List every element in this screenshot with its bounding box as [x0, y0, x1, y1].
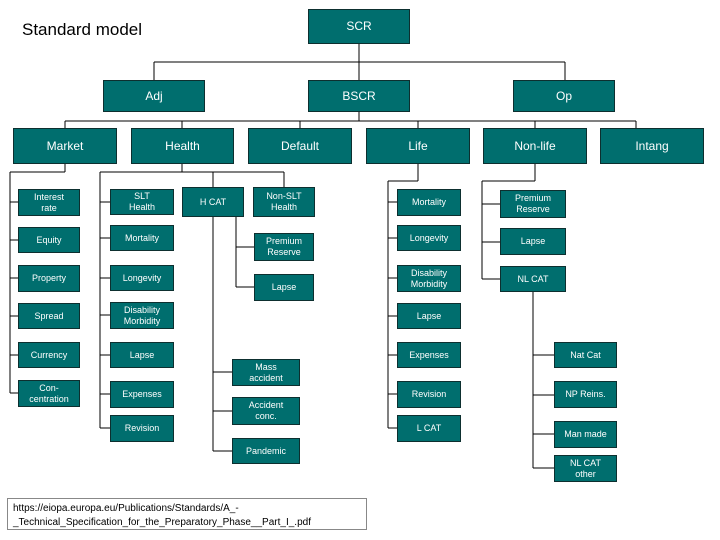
health-cat-item: Mass accident	[232, 359, 300, 386]
diagram-title: Standard model	[22, 20, 143, 39]
life-item: Disability Morbidity	[397, 265, 461, 292]
life-item: Lapse	[397, 303, 461, 329]
node-non-slt-health: Non-SLT Health	[253, 187, 315, 217]
life-item: Revision	[397, 381, 461, 408]
health-slt-item: Disability Morbidity	[110, 302, 174, 329]
health-cat-item: Pandemic	[232, 438, 300, 464]
node-market: Market	[13, 128, 117, 164]
health-slt-item: Expenses	[110, 381, 174, 408]
health-slt-item: Mortality	[110, 225, 174, 251]
life-item: Longevity	[397, 225, 461, 251]
node-default: Default	[248, 128, 352, 164]
market-item: Currency	[18, 342, 80, 368]
health-cat-item: Accident conc.	[232, 397, 300, 425]
market-item: Equity	[18, 227, 80, 253]
node-adj: Adj	[103, 80, 205, 112]
market-item: Spread	[18, 303, 80, 329]
node-scr: SCR	[308, 9, 410, 44]
node-nonlife: Non-life	[483, 128, 587, 164]
nl-cat-item: Nat Cat	[554, 342, 617, 368]
node-health: Health	[131, 128, 234, 164]
life-item: Expenses	[397, 342, 461, 368]
nonlife-item: NL CAT	[500, 266, 566, 292]
nonlife-item: Premium Reserve	[500, 190, 566, 218]
health-slt-item: Lapse	[110, 342, 174, 368]
health-slt-item: SLT Health	[110, 189, 174, 215]
nl-cat-item: NL CAT other	[554, 455, 617, 482]
node-h-cat: H CAT	[182, 187, 244, 217]
market-item: Con- centration	[18, 380, 80, 407]
health-nonslt-item: Premium Reserve	[254, 233, 314, 261]
life-item: L CAT	[397, 415, 461, 442]
node-life: Life	[366, 128, 470, 164]
market-item: Property	[18, 265, 80, 292]
nonlife-item: Lapse	[500, 228, 566, 255]
health-slt-item: Revision	[110, 415, 174, 442]
health-nonslt-item: Lapse	[254, 274, 314, 301]
source-url: https://eiopa.europa.eu/Publications/Sta…	[7, 498, 367, 530]
nl-cat-item: NP Reins.	[554, 381, 617, 408]
life-item: Mortality	[397, 189, 461, 216]
node-op: Op	[513, 80, 615, 112]
health-slt-item: Longevity	[110, 265, 174, 291]
market-item: Interest rate	[18, 189, 80, 216]
node-intang: Intang	[600, 128, 704, 164]
node-bscr: BSCR	[308, 80, 410, 112]
nl-cat-item: Man made	[554, 421, 617, 448]
